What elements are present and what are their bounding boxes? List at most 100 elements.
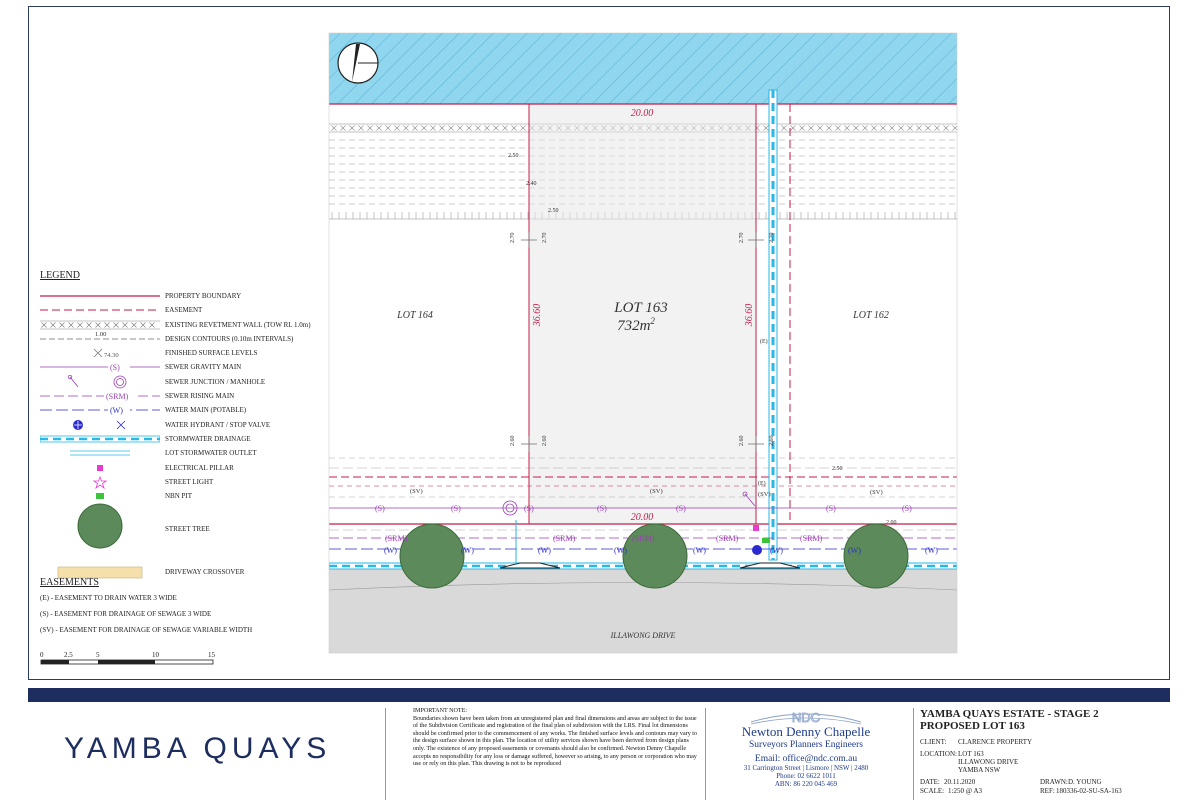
revetment-wall-icon [40, 320, 160, 329]
revetment-x-mark [790, 125, 796, 131]
legend-label: STORMWATER DRAINAGE [165, 434, 251, 443]
revetment-x-mark [466, 125, 472, 131]
divider [705, 708, 706, 800]
nbn-pit-icon [96, 493, 104, 500]
revetment-x-mark [781, 125, 787, 131]
street-tree-3 [843, 523, 909, 589]
company-email[interactable]: Email: office@ndc.com.au [754, 754, 858, 764]
legend-label: EXISTING REVETMENT WALL (TOW RL 1.0m) [165, 320, 311, 329]
revetment-x-mark [826, 125, 832, 131]
water-hydrant [752, 545, 762, 555]
project-details: YAMBA QUAYS ESTATE - STAGE 2 PROPOSED LO… [920, 708, 1160, 795]
legend-label: ELECTRICAL PILLAR [165, 463, 234, 472]
north-arrow-icon [337, 42, 379, 84]
dim-right: 36.60 [744, 304, 755, 328]
legend-item: DRIVEWAY CROSSOVER [40, 565, 300, 579]
level-tr-b: 2.70 [769, 233, 775, 244]
date-label: DATE: [920, 778, 940, 786]
company-sub: Surveyors Planners Engineers [749, 740, 863, 750]
revetment-x-mark [853, 125, 859, 131]
water-label: (W) [461, 546, 474, 555]
water-label: (W) [925, 546, 938, 555]
legend-item: EASEMENT [40, 303, 300, 317]
driveway-crossover-1 [499, 562, 561, 569]
client-label: CLIENT: [920, 738, 947, 746]
sv-label-2: (SV) [650, 488, 663, 495]
revetment-x-mark [916, 125, 922, 131]
revetment-x-mark [520, 125, 526, 131]
legend-item: EXISTING REVETMENT WALL (TOW RL 1.0m) [40, 318, 311, 332]
legend-label: SEWER RISING MAIN [165, 392, 235, 401]
legend-label: DRIVEWAY CROSSOVER [165, 568, 245, 577]
title-band [28, 688, 1170, 702]
legend-item: STREET LIGHT [40, 475, 300, 489]
srm-label: (SRM) [800, 534, 823, 543]
contour-e: 2.00 [886, 520, 897, 526]
water-label: (W) [693, 546, 706, 555]
sewer-junction-icon [67, 374, 127, 389]
revetment-x-mark [340, 125, 346, 131]
easements-list: EASEMENTS (E) - EASEMENT TO DRAIN WATER … [40, 577, 252, 642]
level-br-b: 2.60 [769, 436, 775, 447]
legend-label: FINISHED SURFACE LEVELS [165, 349, 258, 358]
water-hatch [329, 33, 957, 104]
sewer-manhole [502, 500, 518, 516]
revetment-x-mark [349, 125, 355, 131]
level-bl-a: 2.60 [510, 436, 516, 447]
electrical-pillar [753, 525, 759, 531]
drawn-value: D. YOUNG [1068, 778, 1102, 786]
easement-item: (SV) - EASEMENT FOR DRAINAGE OF SEWAGE V… [40, 626, 253, 634]
scale-tick: 5 [96, 651, 100, 659]
company-block: NDC Newton Denny Chapelle Surveyors Plan… [711, 708, 901, 788]
legend-item: STORMWATER DRAINAGE [39, 432, 300, 446]
location-line: YAMBA NSW [958, 766, 1001, 774]
scale-tick: 0 [40, 651, 44, 659]
driveway-icon [57, 567, 143, 579]
svg-text:1.00: 1.00 [95, 332, 106, 338]
revetment-x-mark [943, 125, 949, 131]
revetment-x-mark [934, 125, 940, 131]
stormwater-icon [39, 435, 161, 443]
company-address: 31 Carrington Street | Lismore | NSW | 2… [743, 764, 869, 772]
sewer-label: (S) [902, 504, 912, 513]
water-label: (W) [538, 546, 551, 555]
legend-label: DESIGN CONTOURS (0.10m INTERVALS) [165, 334, 294, 343]
location-line: LOT 163 [958, 750, 984, 758]
location-label: LOCATION: [920, 750, 957, 758]
lot-164-label: LOT 164 [396, 310, 433, 321]
revetment-x-mark [412, 125, 418, 131]
nbn-pit [762, 538, 770, 543]
svg-text:(SRM): (SRM) [106, 392, 129, 401]
hydrant-icon [73, 419, 126, 430]
project-title: YAMBA QUAYS ESTATE - STAGE 2 [920, 708, 1099, 720]
water-label: (W) [770, 546, 783, 555]
date-value: 20.11.2020 [944, 778, 976, 786]
legend-label: SEWER JUNCTION / MANHOLE [165, 377, 266, 386]
legend-label: WATER MAIN (POTABLE) [165, 406, 247, 415]
revetment-x-mark [799, 125, 805, 131]
revetment-x-mark [439, 125, 445, 131]
drawn-label: DRAWN: [1040, 778, 1068, 786]
easement-icon [40, 309, 160, 311]
driveway-crossover-2 [739, 562, 801, 569]
sv-label-4: (SV) [870, 489, 883, 496]
divider [913, 708, 914, 800]
legend-item: WATER HYDRANT / STOP VALVE [40, 418, 300, 432]
sewer-rising-main-icon: (SRM) [40, 390, 160, 403]
revetment-x-mark [817, 125, 823, 131]
srm-label: (SRM) [632, 534, 655, 543]
legend-item: NBN PIT [40, 489, 300, 503]
revetment-x-mark [889, 125, 895, 131]
lot-163-area [529, 104, 756, 524]
water-labels: (W) (W) (W) (W) (W) (W) (W) (W) [384, 546, 938, 555]
ref-label: REF: [1040, 787, 1055, 795]
legend-item: ELECTRICAL PILLAR [40, 461, 300, 475]
level-bl-b: 2.60 [542, 436, 548, 447]
legend-label: EASEMENT [165, 306, 203, 315]
revetment-x-mark [808, 125, 814, 131]
easement-e-label-2: (E) [758, 480, 766, 487]
revetment-x-mark [475, 125, 481, 131]
sewer-labels: (S) (S) (S) (S) (S) (S) (S) (SRM) (SRM) … [375, 504, 912, 543]
project-subtitle: PROPOSED LOT 163 [920, 720, 1025, 732]
company-phone: Phone: 02 6622 1011 [776, 772, 836, 780]
